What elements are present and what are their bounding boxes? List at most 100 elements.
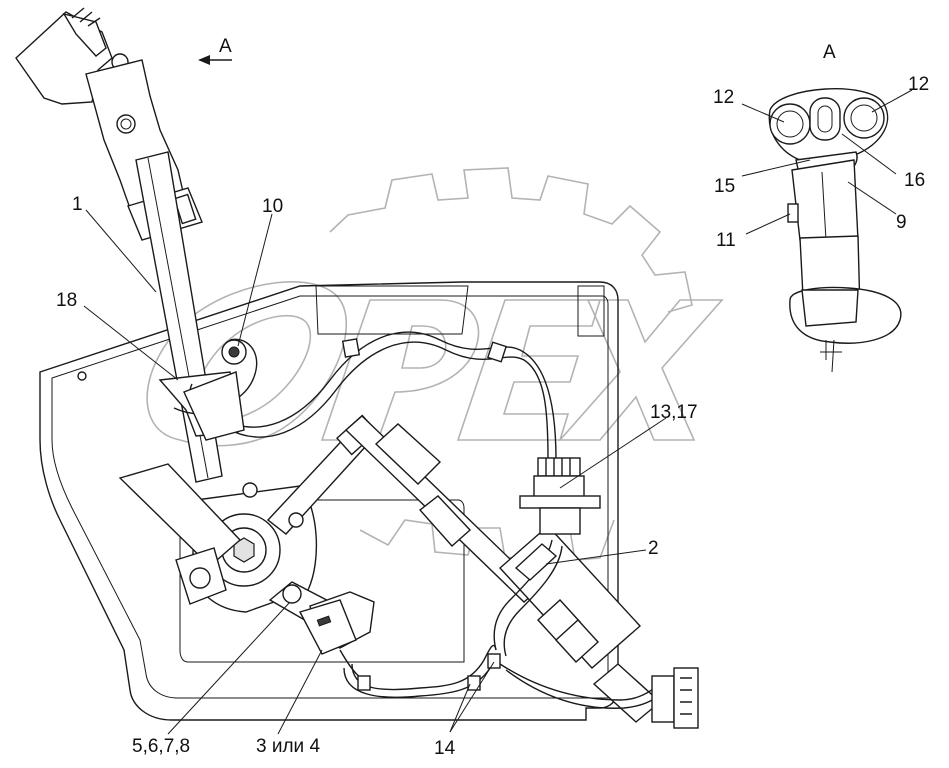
cable-clip-1	[341, 338, 361, 358]
leader-12b	[871, 89, 913, 113]
harness-to-cap-a	[499, 663, 661, 701]
cylinder-nut-b	[555, 619, 599, 663]
leader-14b	[449, 661, 495, 733]
leader-2	[545, 549, 647, 565]
leader-12a	[741, 103, 785, 123]
callout-2: 2	[648, 538, 659, 559]
leader-18	[83, 305, 179, 381]
pivot-bolt-right	[288, 512, 304, 528]
cable-clip-3	[357, 675, 371, 691]
callout-labels: 1 10 18 13,17 2 5,6,7,8 3 или 4 14 12 12…	[56, 74, 929, 759]
mounting-panel	[39, 281, 619, 721]
callout-16: 16	[904, 170, 925, 191]
callout-12-right: 12	[908, 74, 929, 95]
detail-button-left	[769, 103, 811, 145]
panel-inner-contour	[51, 295, 609, 699]
detail-button-right-inner	[850, 104, 878, 132]
leader-3or4	[277, 649, 323, 735]
panel-outer-contour	[39, 281, 619, 721]
harness-upper-b	[225, 341, 549, 461]
detail-grip-seam	[821, 171, 827, 241]
watermark-gear	[329, 167, 693, 561]
leader-5678	[167, 601, 291, 735]
watermark-letter-x	[558, 299, 724, 441]
view-a-indicator: A	[198, 36, 232, 65]
leader-9	[847, 181, 897, 215]
callout-14: 14	[434, 738, 456, 759]
detail-button-center-inner	[817, 105, 833, 133]
view-marker-label: A	[219, 36, 232, 57]
plug-ribs	[680, 677, 692, 715]
cable-clip-4	[467, 675, 481, 691]
watermark-logo	[146, 167, 724, 561]
cylinder-piston	[418, 495, 472, 547]
callout-3or4: 3 или 4	[256, 736, 320, 757]
connector-wire-block	[537, 457, 581, 477]
cylinder-cap	[592, 663, 662, 723]
wiring-harness	[189, 331, 661, 709]
panel-hole-left	[77, 371, 87, 381]
connector-flange	[519, 495, 601, 509]
detail-boot	[801, 289, 859, 327]
position-sensor	[183, 339, 247, 441]
pivot-mechanism	[118, 414, 378, 613]
callout-11: 11	[716, 230, 736, 251]
callout-12-left: 12	[713, 87, 734, 108]
harness-sheath	[514, 543, 558, 581]
plug-head	[673, 667, 699, 729]
callout-5678: 5,6,7,8	[132, 736, 190, 757]
connector-tail	[539, 507, 581, 535]
callout-15: 15	[714, 176, 735, 197]
harness-to-cap-b	[505, 669, 661, 709]
pivot-arm	[118, 463, 242, 567]
harness-plug	[651, 667, 699, 729]
bracket-plate	[179, 499, 465, 663]
detail-button-right	[843, 97, 885, 139]
watermark-letter-o	[146, 281, 348, 447]
leader-16	[841, 133, 897, 175]
sensor-core	[228, 346, 240, 358]
leader-14a	[449, 683, 471, 733]
cylinder-body	[374, 423, 442, 485]
connector-13-17	[519, 457, 601, 535]
watermark-letter-p	[320, 299, 480, 441]
harness-right-b	[503, 545, 563, 657]
callout-18: 18	[56, 290, 77, 311]
detail-side-button	[787, 203, 799, 223]
switch-terminal	[316, 615, 332, 627]
switch-plunger	[282, 584, 302, 604]
detail-view-a: A	[768, 42, 902, 373]
micro-switch-housing	[298, 599, 357, 655]
plug-body	[651, 675, 675, 723]
callout-10: 10	[262, 196, 283, 217]
harness-upper-a	[219, 331, 557, 461]
leader-1	[85, 209, 157, 293]
cable-clip-2	[486, 341, 508, 363]
joystick-handle-cap	[62, 12, 107, 57]
sensor-bracket	[183, 371, 245, 441]
grip-side-button-inner	[120, 118, 132, 130]
leader-15	[741, 159, 811, 177]
callout-13-17: 13,17	[650, 402, 698, 423]
leader-10	[237, 213, 273, 347]
callout-9: 9	[896, 212, 907, 233]
panel-flange-right	[577, 285, 605, 337]
handle-ribs	[71, 7, 101, 27]
connector-pins	[545, 458, 571, 476]
detail-shaft-stub	[820, 339, 842, 373]
detail-view-title: A	[823, 42, 836, 63]
callout-1: 1	[72, 194, 83, 215]
link-bolt	[189, 567, 211, 589]
leader-11	[745, 213, 791, 235]
grip-side-button	[116, 114, 136, 134]
detail-button-center	[809, 97, 841, 141]
view-arrow-head	[198, 55, 210, 65]
detail-button-left-inner	[776, 110, 804, 138]
micro-switch-assembly	[268, 581, 375, 681]
cable-clip-5	[487, 653, 501, 669]
pivot-bolt-top	[242, 482, 258, 498]
leader-lines	[83, 89, 913, 735]
panel-flange	[315, 285, 469, 335]
leader-13-17	[559, 417, 667, 489]
